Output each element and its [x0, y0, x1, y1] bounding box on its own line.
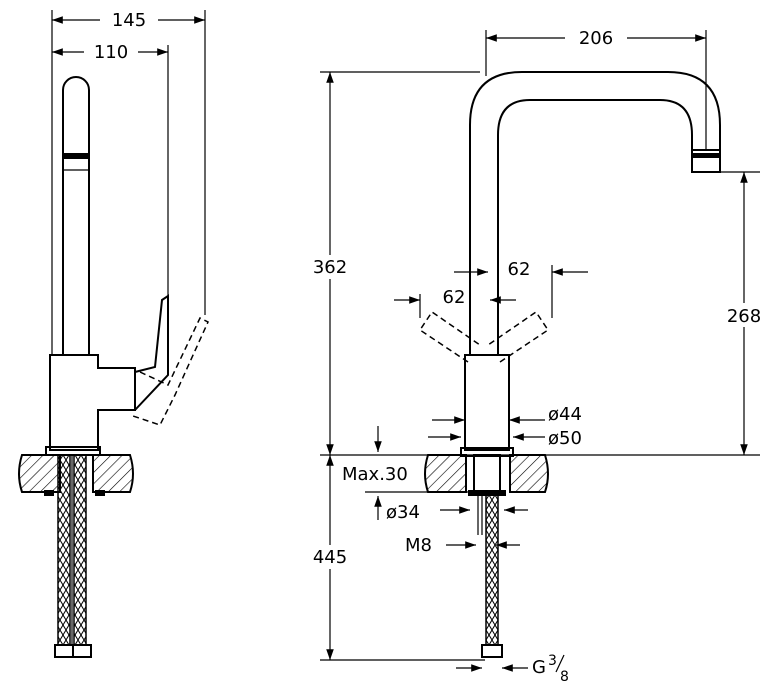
dim-label-m8: M8: [405, 535, 432, 556]
shank: [473, 454, 501, 496]
dim-label-362: 362: [313, 257, 347, 278]
dim-label-g-num: 3: [548, 653, 557, 669]
dim-label-110: 110: [94, 42, 128, 63]
dim-label-max30: Max.30: [342, 464, 408, 485]
dim-label-g: G: [532, 657, 546, 678]
dim-label-62-right: 62: [508, 259, 531, 280]
spout-tube: [62, 76, 90, 355]
spout-inner: [497, 99, 693, 355]
hose-fitting: [54, 644, 74, 658]
aerator-band: [692, 153, 720, 158]
dim-label-o50: ø50: [548, 428, 582, 449]
body-front: [464, 354, 510, 451]
spout-band: [63, 153, 89, 159]
side-view: 145 110: [18, 8, 209, 658]
label-bg: [305, 545, 355, 569]
label-bg: [722, 303, 766, 327]
base-ring-side: [45, 446, 101, 456]
dim-label-268: 268: [727, 306, 761, 327]
dim-label-445: 445: [313, 547, 347, 568]
lever-swing-side: [129, 316, 209, 426]
dim-label-g-den: 8: [560, 669, 569, 685]
dim-label-145: 145: [112, 10, 146, 31]
hose-side-right: [73, 454, 87, 646]
hose-front: [485, 494, 499, 646]
label-bg: [100, 8, 158, 30]
mount-washer: [468, 490, 506, 496]
countertop-right-front: [509, 454, 549, 493]
countertop-left-front: [424, 454, 467, 493]
dim-label-62-left: 62: [443, 287, 466, 308]
hose-fitting: [72, 644, 92, 658]
label-bg: [84, 40, 138, 62]
label-bg: [305, 255, 355, 279]
hose-fitting-front: [481, 644, 503, 658]
nut: [95, 490, 105, 496]
label-bg: [565, 26, 627, 48]
fraction-slash: [555, 654, 565, 673]
countertop-left: [18, 454, 61, 493]
dim-label-o34: ø34: [386, 502, 420, 523]
front-view: 206 362 268 62 62 ø44 ø50: [305, 26, 766, 685]
lever-side: [134, 294, 169, 411]
dim-label-206: 206: [579, 28, 613, 49]
body-side: [49, 354, 136, 451]
hose-side-left: [57, 454, 71, 646]
dim-label-o44: ø44: [548, 404, 582, 425]
nut: [44, 490, 54, 496]
countertop-right: [92, 454, 134, 493]
spout-outer: [469, 71, 721, 355]
